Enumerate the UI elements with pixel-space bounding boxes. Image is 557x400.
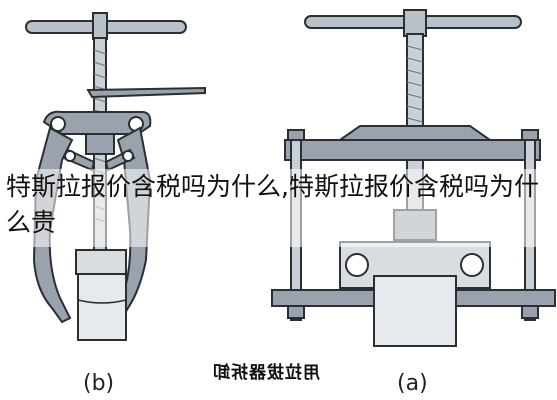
caption-a: (a) xyxy=(397,371,428,396)
caption-b: (b) xyxy=(83,371,115,396)
puller-a-shaft xyxy=(373,275,457,347)
puller-b-bearing xyxy=(75,249,127,275)
puller-b-yoke xyxy=(42,110,152,135)
puller-a-top-bar xyxy=(284,139,541,161)
figure-title-mirrored: 用拉拔器拆卸 xyxy=(212,363,320,383)
puller-b-shaft xyxy=(77,273,127,341)
puller-a xyxy=(271,9,556,347)
overlay-band xyxy=(0,169,557,247)
overlay-text-line-2: 么贵 xyxy=(6,208,57,237)
puller-b-lever xyxy=(86,86,206,99)
overlay-text-line-1: 特斯拉报价含税吗为什么,特斯拉报价含税吗为什 xyxy=(6,172,539,201)
